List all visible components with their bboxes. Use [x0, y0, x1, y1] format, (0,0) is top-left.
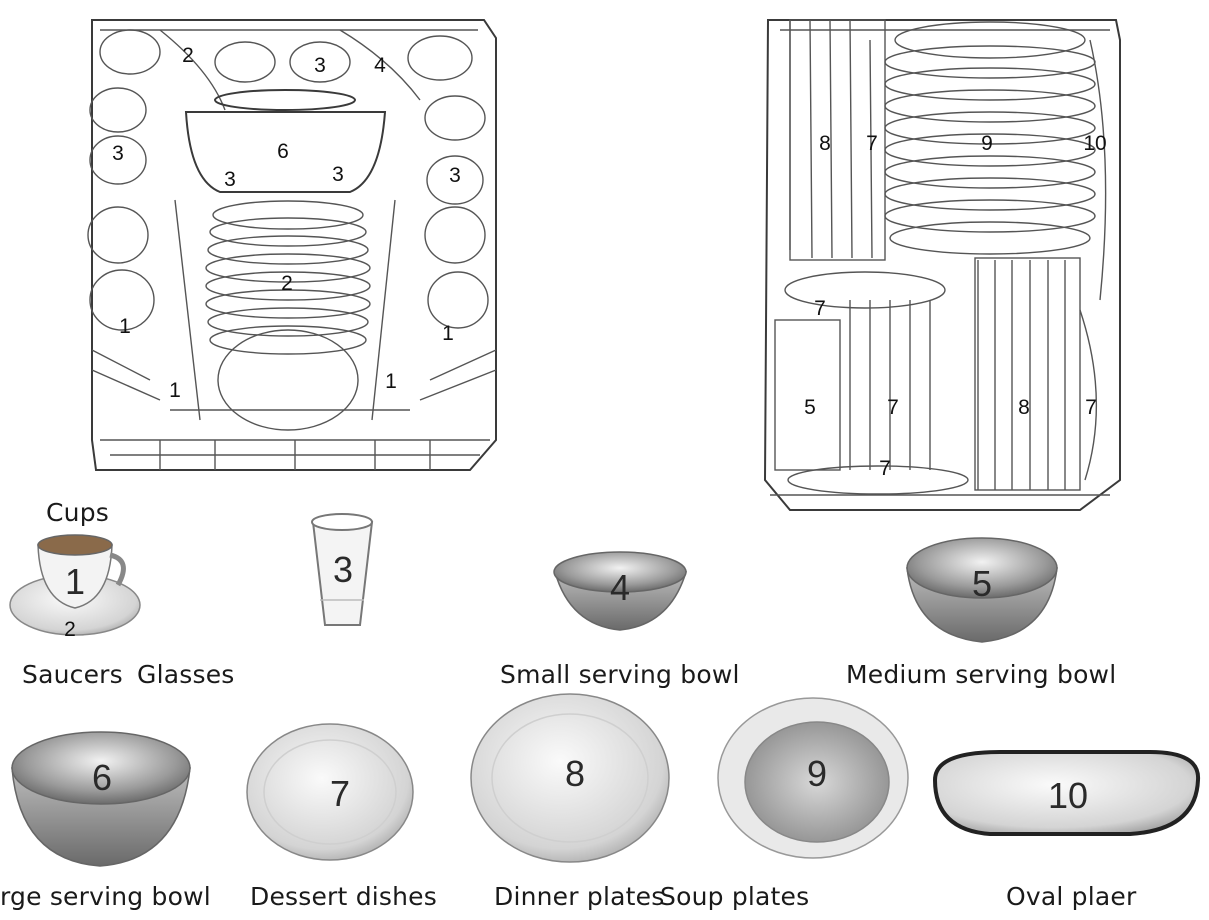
- lower-rack-marker: 7: [814, 297, 826, 320]
- small-bowl-number: 4: [610, 567, 630, 608]
- large-bowl-item: [11, 731, 191, 867]
- label-dinner-plates: Dinner plates: [494, 882, 665, 911]
- upper-rack-marker: 3: [332, 163, 344, 186]
- medium-bowl-number: 5: [972, 563, 992, 604]
- label-glasses: Glasses: [137, 660, 235, 689]
- saucer-number: 2: [64, 618, 76, 641]
- label-oval-platter: Oval plaer: [1006, 882, 1137, 911]
- dessert-number: 7: [330, 773, 350, 814]
- medium-bowl-item: [906, 537, 1058, 643]
- upper-rack-marker: 2: [281, 272, 293, 295]
- dinner-plate-item: [470, 693, 670, 863]
- soup-number: 9: [807, 753, 827, 794]
- oval-number: 10: [1048, 775, 1088, 816]
- upper-rack-marker: 1: [385, 370, 397, 393]
- lower-rack-marker: 5: [804, 396, 816, 419]
- lower-rack-marker: 7: [866, 132, 878, 155]
- lower-rack-marker: 10: [1083, 132, 1106, 155]
- label-small-serving-bowl: Small serving bowl: [500, 660, 740, 689]
- upper-rack-marker: 4: [374, 54, 386, 77]
- upper-rack-marker: 1: [442, 322, 454, 345]
- upper-rack-markers: 2 3 4 3 6 3 3 3 2 1 1 1 1: [112, 44, 461, 402]
- label-saucers: Saucers: [22, 660, 123, 689]
- lower-rack-marker: 7: [879, 457, 891, 480]
- upper-rack-marker: 2: [182, 44, 194, 67]
- lower-rack-marker: 7: [887, 396, 899, 419]
- lower-rack: [763, 19, 1121, 511]
- glass-item: [311, 513, 374, 626]
- cup-number: 1: [65, 561, 85, 602]
- cup-saucer-item: [9, 534, 141, 636]
- label-soup-plates: Soup plates: [660, 882, 810, 911]
- lower-rack-marker: 9: [981, 132, 993, 155]
- label-cups: Cups: [46, 498, 109, 527]
- oval-platter-item: [932, 750, 1201, 836]
- upper-rack-marker: 3: [112, 142, 124, 165]
- upper-rack-marker: 3: [224, 168, 236, 191]
- glass-number: 3: [333, 549, 353, 590]
- upper-rack-marker: 3: [449, 164, 461, 187]
- small-bowl-item: [553, 551, 688, 631]
- lower-rack-marker: 7: [1085, 396, 1097, 419]
- label-medium-serving-bowl: Medium serving bowl: [846, 660, 1117, 689]
- label-dessert-dishes: Dessert dishes: [250, 882, 437, 911]
- upper-rack-marker: 1: [169, 379, 181, 402]
- soup-plate-item: [717, 697, 909, 859]
- label-large-serving-bowl: rge serving bowl: [0, 882, 211, 911]
- upper-rack-marker: 6: [277, 140, 289, 163]
- upper-rack-marker: 3: [314, 54, 326, 77]
- upper-rack: [87, 19, 497, 471]
- item-number-labels: 1 2 3 4 5 6 7 8 9 10: [64, 549, 1088, 816]
- dinner-number: 8: [565, 753, 585, 794]
- upper-rack-marker: 1: [119, 315, 131, 338]
- dessert-dish-item: [246, 723, 414, 861]
- lower-rack-markers: 8 7 9 10 7 5 7 8 7 7: [804, 132, 1107, 480]
- lower-rack-marker: 8: [1018, 396, 1030, 419]
- lower-rack-marker: 8: [819, 132, 831, 155]
- large-bowl-number: 6: [92, 757, 112, 798]
